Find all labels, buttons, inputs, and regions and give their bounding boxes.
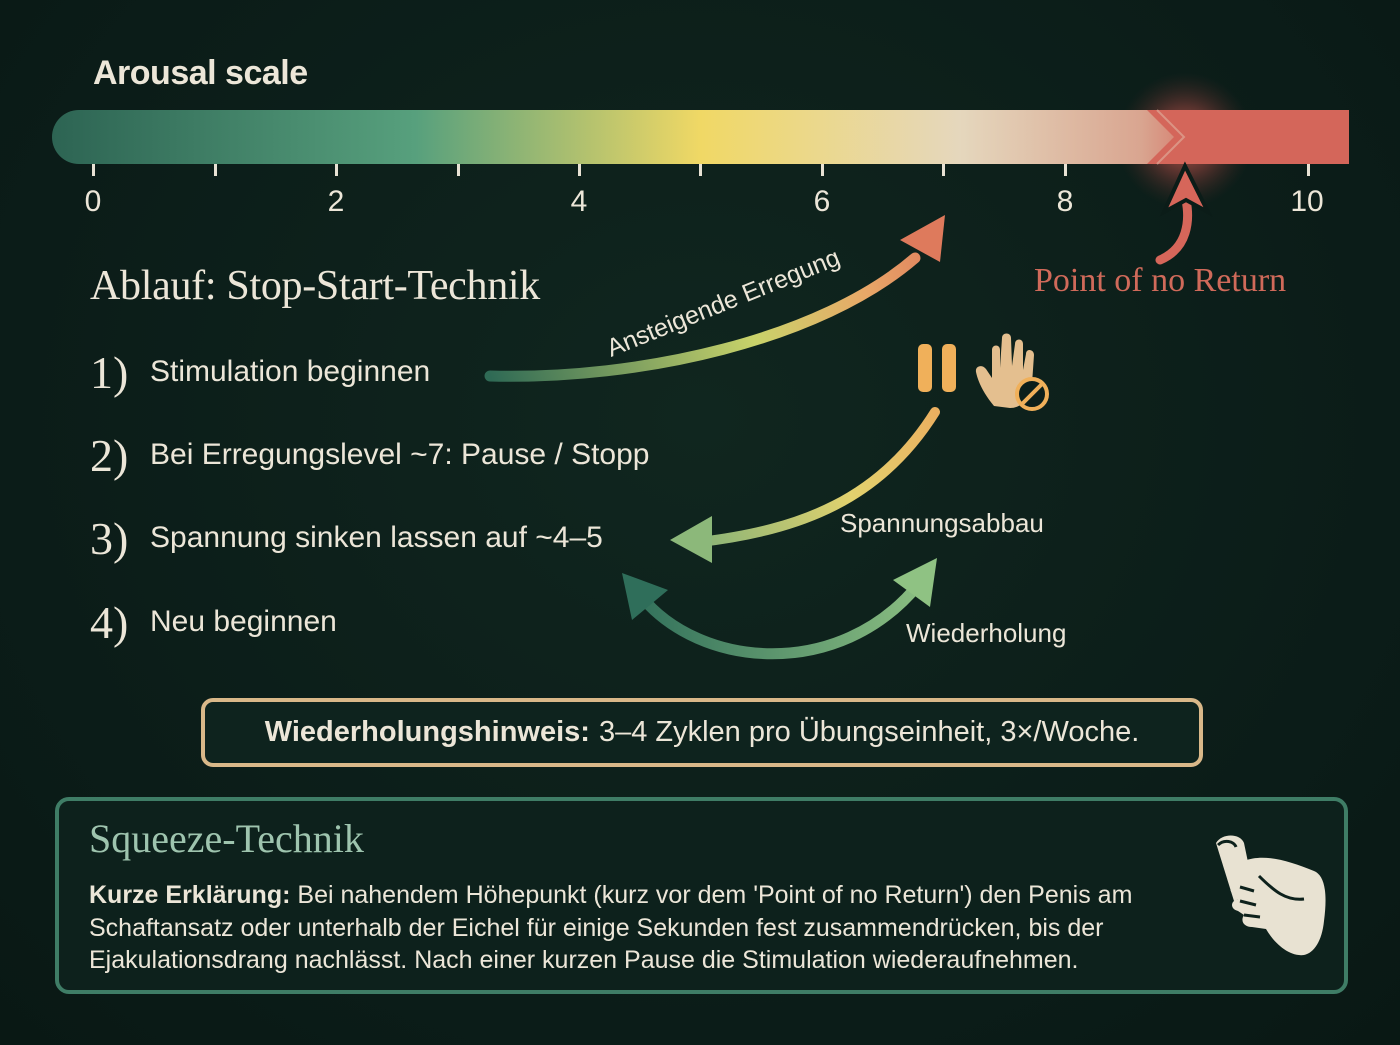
- step-4: 4) Neu beginnen: [90, 592, 337, 652]
- stop-hand-icon: [975, 333, 1049, 411]
- squeeze-technique-box: Squeeze-Technik Kurze Erklärung: Bei nah…: [55, 797, 1348, 994]
- squeeze-label: Kurze Erklärung:: [89, 881, 291, 909]
- tick: [942, 164, 945, 176]
- tick: [1307, 164, 1310, 176]
- tick: [214, 164, 217, 176]
- hint-text: 3–4 Zyklen pro Übungseinheit, 3×/Woche.: [598, 716, 1140, 748]
- pause-icon: [918, 344, 956, 392]
- squeeze-description: Kurze Erklärung: Bei nahendem Höhepunkt …: [89, 879, 1259, 977]
- step-text: Stimulation beginnen: [150, 355, 431, 388]
- tension-release-arrow-icon: [670, 407, 940, 563]
- scale-axis: 0 2 4 6 8 10: [0, 160, 1400, 220]
- step-number: 4): [90, 596, 129, 648]
- step-text: Neu beginnen: [150, 605, 337, 638]
- tick: [457, 164, 460, 176]
- step-number: 3): [90, 512, 129, 564]
- arousal-bar: [52, 72, 1349, 208]
- tick-label: 2: [327, 185, 345, 218]
- step-number: 1): [90, 346, 129, 398]
- tick: [92, 164, 95, 176]
- step-2: 2) Bei Erregungslevel ~7: Pause / Stopp: [90, 425, 649, 485]
- tension-release-label: Spannungsabbau: [840, 508, 1044, 538]
- squeeze-hand-icon: [1216, 835, 1326, 956]
- step-text: Bei Erregungslevel ~7: Pause / Stopp: [150, 438, 650, 471]
- step-3: 3) Spannung sinken lassen auf ~4–5: [90, 508, 603, 568]
- squeeze-title: Squeeze-Technik: [89, 816, 364, 861]
- point-of-no-return-arrow-icon: [1155, 161, 1213, 265]
- point-of-no-return-label: Point of no Return: [1034, 262, 1287, 299]
- tick: [335, 164, 338, 176]
- tick: [578, 164, 581, 176]
- tick-label: 4: [570, 185, 588, 218]
- hint-label: Wiederholungshinweis:: [264, 716, 590, 748]
- repetition-hint-box: Wiederholungshinweis: 3–4 Zyklen pro Übu…: [201, 698, 1203, 767]
- tick-label: 10: [1290, 185, 1324, 218]
- rising-arousal-arrow-icon: [484, 215, 945, 382]
- scale-title: Arousal scale: [93, 54, 308, 92]
- flow-arrows: Ansteigende Erregung: [484, 215, 945, 660]
- tick-label: 0: [84, 185, 102, 218]
- tick-label: 6: [813, 185, 831, 218]
- repeat-arrow-icon: [622, 558, 937, 660]
- step-text: Spannung sinken lassen auf ~4–5: [150, 521, 603, 554]
- tick-label: 8: [1056, 185, 1074, 218]
- tick: [821, 164, 824, 176]
- tick: [699, 164, 702, 176]
- squeeze-text: Bei nahendem Höhepunkt (kurz vor dem 'Po…: [89, 881, 1133, 974]
- step-1: 1) Stimulation beginnen: [90, 342, 430, 402]
- stop-start-title: Ablauf: Stop-Start-Technik: [90, 263, 540, 309]
- tick: [1064, 164, 1067, 176]
- repeat-label: Wiederholung: [906, 618, 1067, 648]
- step-number: 2): [90, 429, 129, 481]
